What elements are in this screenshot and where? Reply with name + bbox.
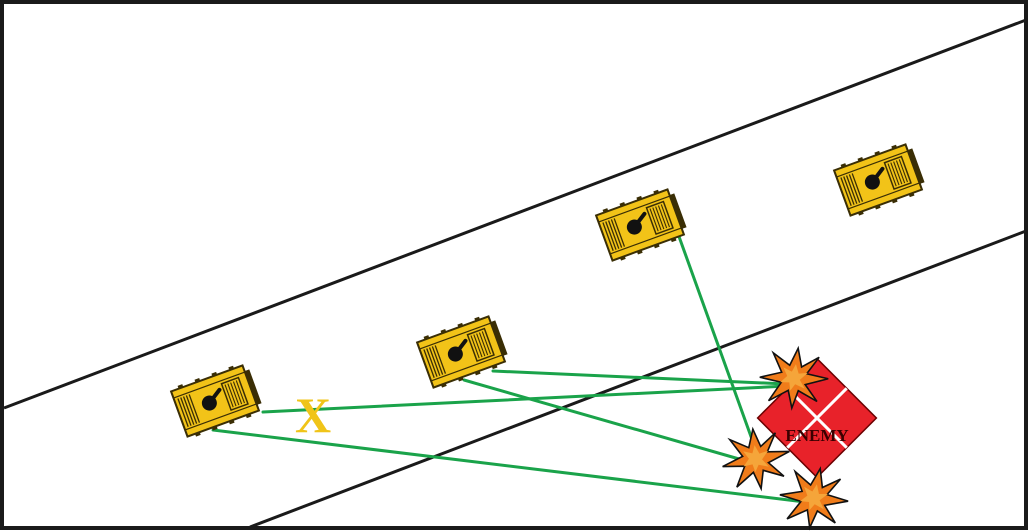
enemy-label: ENEMY	[785, 426, 848, 445]
road-edge-lower	[249, 229, 1027, 529]
fire-line	[211, 428, 807, 504]
fire-line	[491, 369, 788, 386]
road-edge-upper	[3, 18, 1027, 410]
fire-line	[462, 378, 762, 467]
fire-lines	[211, 229, 807, 504]
fire-line	[675, 229, 760, 458]
blocked-line-marker: X	[295, 387, 331, 443]
